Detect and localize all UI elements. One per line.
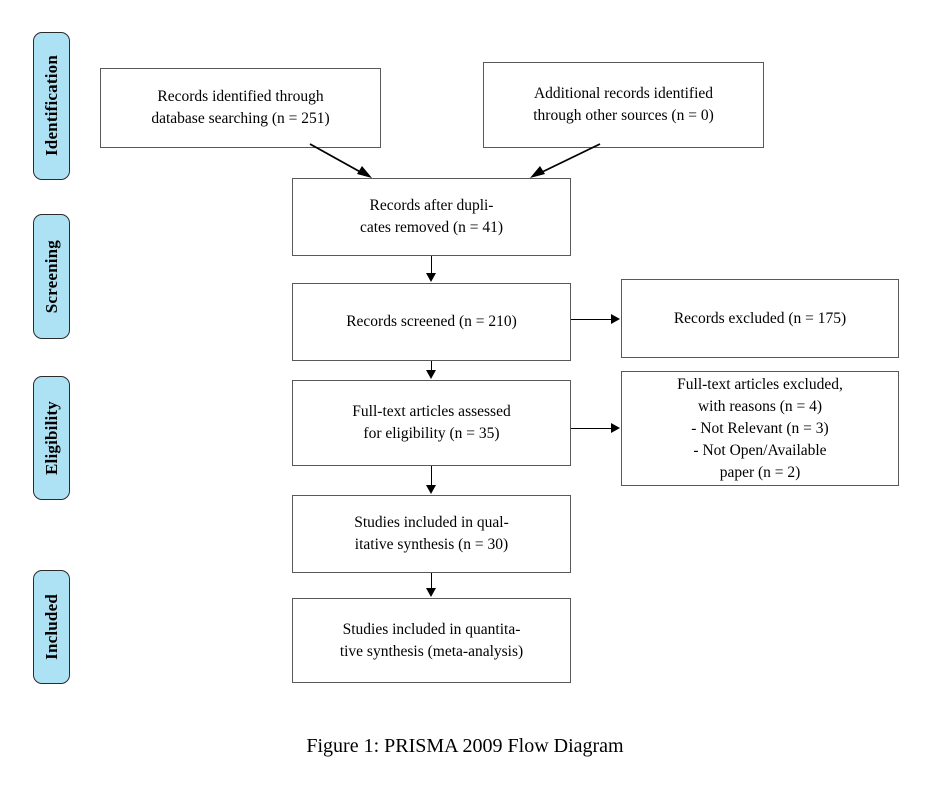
box-additional-records-text: Additional records identified through ot… bbox=[533, 85, 714, 124]
box-quantitative-synthesis-text: Studies included in quantita- tive synth… bbox=[339, 620, 524, 660]
connector-screened-to-excluded bbox=[571, 319, 612, 320]
connector-qualitative-to-quantitative bbox=[431, 573, 432, 589]
box-records-screened: Records screened (n = 210) bbox=[292, 283, 571, 361]
connector-additional-to-duplicates bbox=[530, 143, 601, 178]
figure-caption: Figure 1: PRISMA 2009 Flow Diagram bbox=[306, 735, 624, 757]
stage-label-identification: Identification bbox=[33, 32, 70, 180]
stage-label-screening: Screening bbox=[33, 214, 70, 339]
connector-screened-to-fulltext bbox=[431, 361, 432, 371]
box-qualitative-synthesis-text: Studies included in qual- itative synthe… bbox=[354, 514, 509, 553]
box-fulltext-excluded-text: Full-text articles excluded, with reason… bbox=[677, 375, 843, 481]
box-duplicates-removed: Records after dupli- cates removed (n = … bbox=[292, 178, 571, 256]
box-fulltext-assessed: Full-text articles assessed for eligibil… bbox=[292, 380, 571, 466]
connector-fulltext-to-qualitative bbox=[431, 466, 432, 486]
box-records-excluded-text: Records excluded (n = 175) bbox=[673, 309, 847, 327]
connector-duplicates-to-screened bbox=[431, 256, 432, 274]
arrowhead-fulltext-to-qualitative bbox=[426, 485, 436, 494]
connector-identified-to-duplicates bbox=[309, 143, 372, 178]
box-fulltext-assessed-text: Full-text articles assessed for eligibil… bbox=[352, 403, 511, 442]
box-fulltext-excluded: Full-text articles excluded, with reason… bbox=[621, 371, 899, 486]
box-records-excluded: Records excluded (n = 175) bbox=[621, 279, 899, 358]
arrowhead-fulltext-to-excluded bbox=[611, 423, 620, 433]
connector-fulltext-to-excluded bbox=[571, 428, 612, 429]
stage-label-screening-text: Screening bbox=[41, 239, 61, 314]
arrowhead-screened-to-fulltext bbox=[426, 370, 436, 379]
stage-label-included: Included bbox=[33, 570, 70, 684]
stage-label-identification-text: Identification bbox=[41, 55, 61, 157]
stage-label-eligibility: Eligibility bbox=[33, 376, 70, 500]
box-records-screened-text: Records screened (n = 210) bbox=[346, 313, 517, 330]
arrowhead-screened-to-excluded bbox=[611, 314, 620, 324]
box-duplicates-removed-text: Records after dupli- cates removed (n = … bbox=[359, 197, 504, 236]
box-qualitative-synthesis: Studies included in qual- itative synthe… bbox=[292, 495, 571, 573]
stage-label-included-text: Included bbox=[41, 594, 61, 660]
stage-label-eligibility-text: Eligibility bbox=[41, 401, 61, 475]
arrowhead-duplicates-to-screened bbox=[426, 273, 436, 282]
box-quantitative-synthesis: Studies included in quantita- tive synth… bbox=[292, 598, 571, 683]
arrowhead-qualitative-to-quantitative bbox=[426, 588, 436, 597]
box-records-identified: Records identified through database sear… bbox=[100, 68, 381, 148]
box-additional-records: Additional records identified through ot… bbox=[483, 62, 764, 148]
box-records-identified-text: Records identified through database sear… bbox=[151, 88, 330, 127]
